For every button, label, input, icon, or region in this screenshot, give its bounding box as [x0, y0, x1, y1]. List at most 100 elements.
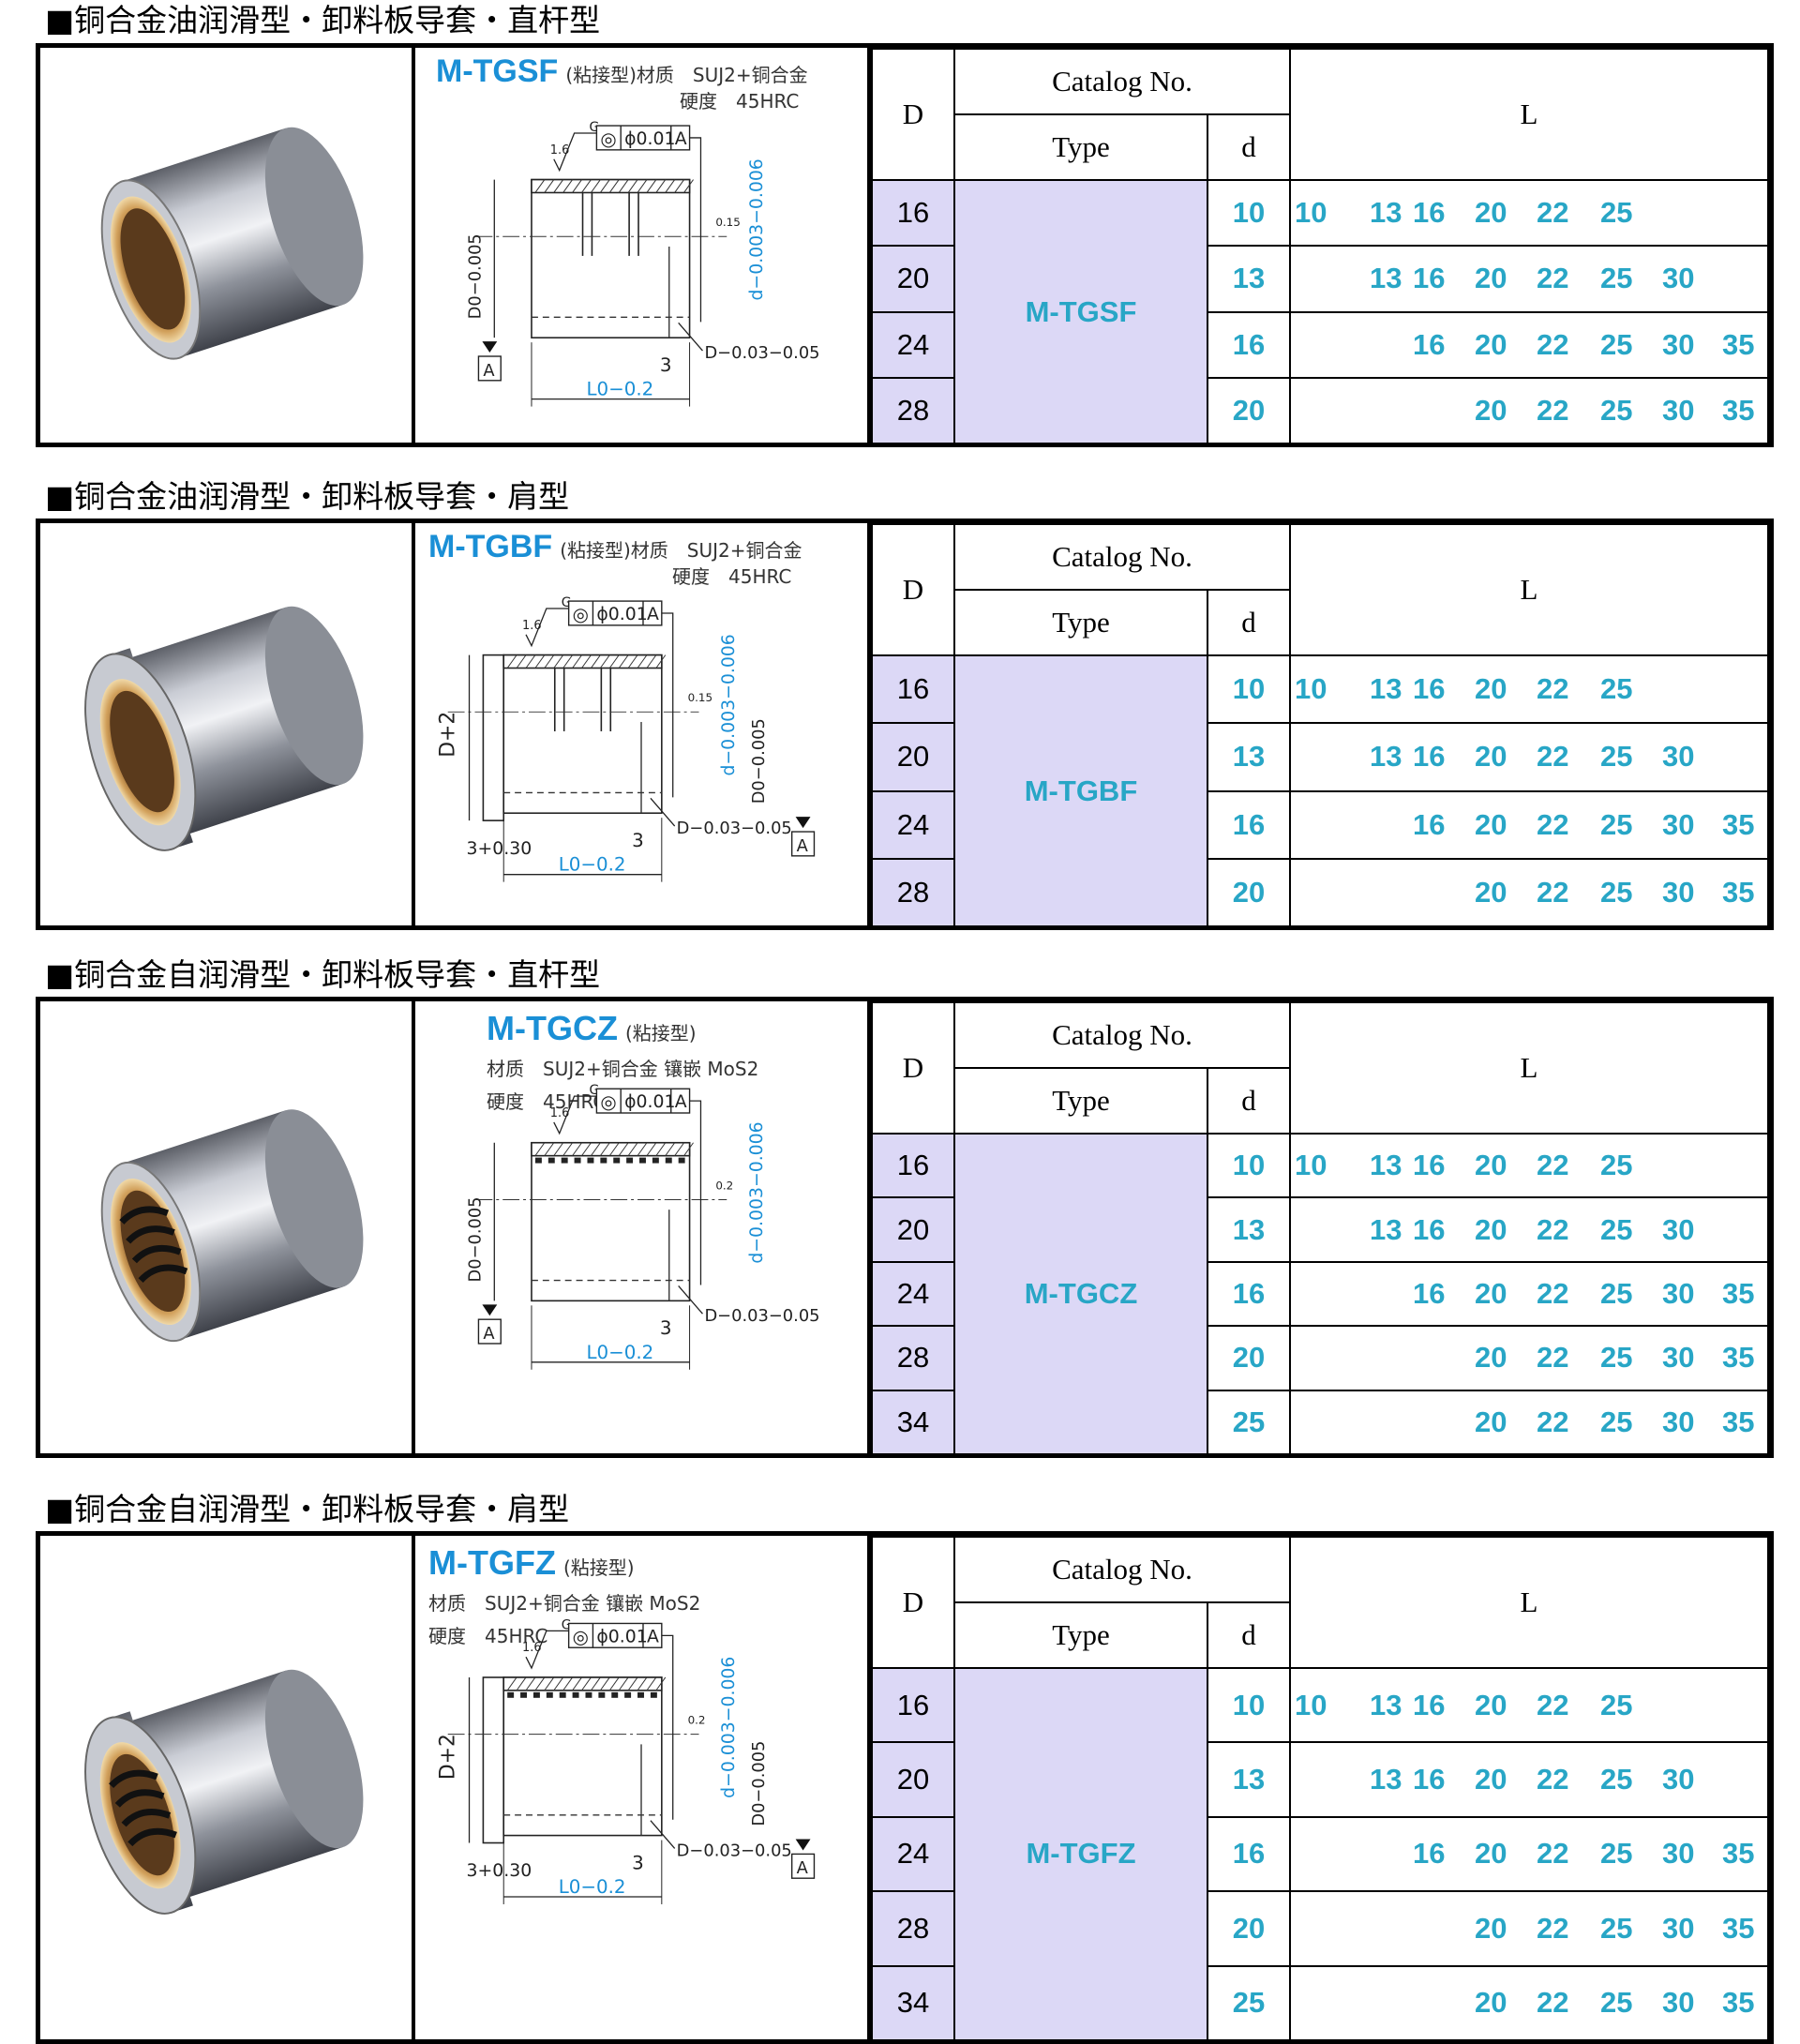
- col-header-type: Type: [953, 1067, 1208, 1135]
- l-value: 25: [1600, 327, 1633, 361]
- l-value: 35: [1722, 1405, 1755, 1438]
- chamfer-roughness: 0.15: [688, 691, 712, 704]
- cell-d: 20: [1207, 857, 1291, 928]
- l-value: 25: [1600, 1276, 1633, 1310]
- col-header-L: L: [1289, 1536, 1769, 1669]
- product-code: M-TGSF: [436, 53, 559, 89]
- datum-ref: A: [675, 1092, 687, 1112]
- material-spec: (粘接型)材质 SUJ2+铜合金: [565, 64, 808, 86]
- col-header-d: d: [1207, 113, 1291, 181]
- cell-D: 16: [871, 654, 955, 725]
- datum-box: A: [797, 836, 809, 856]
- d-tolerance: d−0.003−0.006: [719, 634, 739, 775]
- l-value: 13: [1370, 196, 1402, 230]
- l-value: 16: [1413, 262, 1446, 295]
- d-tolerance: d−0.003−0.006: [719, 1657, 739, 1798]
- col-header-type: Type: [953, 113, 1208, 181]
- cell-d: 13: [1207, 722, 1291, 792]
- l-value: 13: [1370, 1688, 1402, 1721]
- cell-type: M-TGCZ: [953, 1133, 1208, 1455]
- outer-tolerance: D0−0.005: [749, 718, 769, 804]
- l-value: 20: [1475, 327, 1508, 361]
- photo-cell: [40, 48, 415, 443]
- l-value: 20: [1475, 1763, 1508, 1796]
- chamfer-dim: 3: [660, 354, 672, 376]
- l-value: 22: [1537, 672, 1569, 706]
- g-label: G: [589, 120, 599, 135]
- bushing-photo: [100, 127, 364, 360]
- l-value: 20: [1475, 1911, 1508, 1945]
- l-value: 10: [1295, 1688, 1328, 1721]
- l-value: 25: [1600, 1986, 1633, 2020]
- cell-d: 25: [1207, 1964, 1291, 2041]
- col-header-L: L: [1289, 48, 1769, 181]
- l-value: 20: [1475, 196, 1508, 230]
- l-value: 10: [1295, 196, 1328, 230]
- l-value: 22: [1537, 1341, 1569, 1375]
- runout-symbol: ◎: [600, 1091, 616, 1113]
- runout-symbol: ◎: [573, 1626, 589, 1647]
- bond-type: (粘接型): [562, 1556, 635, 1579]
- roughness-label: 1.6: [550, 143, 569, 158]
- product-code: M-TGFZ: [428, 1543, 556, 1582]
- chamfer-dim: 3: [632, 1852, 644, 1873]
- col-header-type: Type: [953, 1601, 1208, 1669]
- photo-cell: [40, 1001, 415, 1453]
- l-value: 22: [1537, 1276, 1569, 1310]
- l-value: 30: [1662, 807, 1695, 841]
- l-value: 16: [1413, 327, 1446, 361]
- photo-cell: [40, 523, 415, 925]
- roughness-label: 1.6: [550, 1106, 569, 1120]
- l-value: 13: [1370, 1212, 1402, 1246]
- cell-D: 24: [871, 310, 955, 379]
- hardness-spec: 硬度 45HRC: [680, 90, 800, 113]
- flange-width: 3+0.30: [467, 1861, 532, 1881]
- l-value: 22: [1537, 327, 1569, 361]
- spec-block: M-TGSF (粘接型)材质 SUJ2+铜合金硬度 45HRC: [436, 53, 808, 113]
- l-value: 35: [1722, 875, 1755, 909]
- cell-type: M-TGFZ: [953, 1667, 1208, 2041]
- l-value: 22: [1537, 1837, 1569, 1871]
- g-label: G: [562, 1617, 572, 1632]
- l-value: 25: [1600, 393, 1633, 427]
- bond-type: (粘接型): [624, 1022, 697, 1045]
- cell-D: 20: [871, 1741, 955, 1818]
- l-value: 30: [1662, 740, 1695, 774]
- bushing-photo: [84, 1669, 364, 1915]
- l-value: 13: [1370, 672, 1402, 706]
- l-value: 20: [1475, 393, 1508, 427]
- chamfer-roughness: 0.15: [715, 216, 740, 229]
- cell-D: 28: [871, 376, 955, 445]
- l-value: 22: [1537, 262, 1569, 295]
- l-value: 20: [1475, 672, 1508, 706]
- l-value: 16: [1413, 1763, 1446, 1796]
- cell-d: 13: [1207, 245, 1291, 313]
- section-title: ■铜合金油润滑型・卸料板导套・肩型: [45, 478, 570, 515]
- material-spec: 材质 SUJ2+铜合金 镶嵌 MoS2: [487, 1058, 759, 1080]
- chamfer-dim: 3: [660, 1317, 672, 1339]
- cell-d: 10: [1207, 1666, 1291, 1744]
- col-header-type: Type: [953, 589, 1208, 656]
- l-value: 20: [1475, 1986, 1508, 2020]
- l-value: 25: [1600, 807, 1633, 841]
